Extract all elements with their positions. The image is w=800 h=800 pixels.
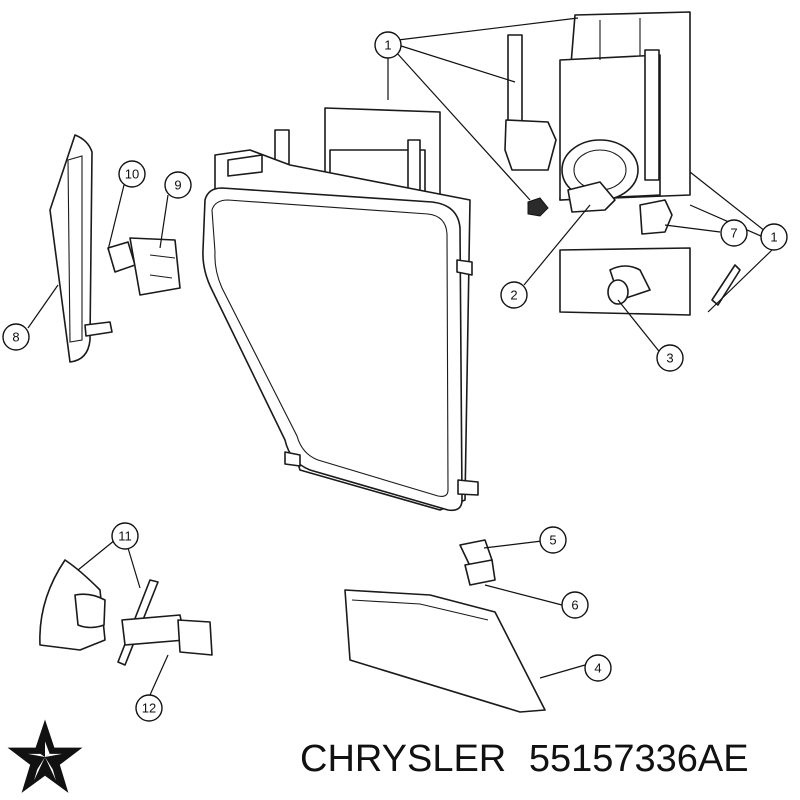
svg-text:1: 1 <box>770 230 777 245</box>
callout-10: 10 <box>118 160 146 188</box>
callout-9: 9 <box>164 171 192 199</box>
callout-11: 11 <box>111 522 139 550</box>
callout-1-right: 1 <box>760 223 788 251</box>
callout-4: 4 <box>584 654 612 682</box>
turn-signal-lamp <box>39 559 213 666</box>
callout-6: 6 <box>561 591 589 619</box>
svg-text:2: 2 <box>510 288 517 303</box>
svg-text:10: 10 <box>125 167 139 182</box>
svg-text:12: 12 <box>142 701 156 716</box>
side-marker-lamp <box>49 134 113 363</box>
callout-5: 5 <box>539 526 567 554</box>
callout-12: 12 <box>135 694 163 722</box>
part-number: 55157336AE <box>528 738 749 780</box>
svg-text:1: 1 <box>384 38 391 53</box>
part-caption: CHRYSLER 55157336AE <box>300 738 800 788</box>
svg-text:6: 6 <box>571 598 578 613</box>
side-marker-socket <box>107 237 181 296</box>
svg-text:9: 9 <box>174 178 181 193</box>
small-bulb <box>459 539 496 586</box>
callout-7: 7 <box>720 219 748 247</box>
brand-name: CHRYSLER <box>300 738 507 780</box>
svg-text:4: 4 <box>594 661 601 676</box>
pentastar-logo-icon <box>7 719 83 793</box>
svg-text:8: 8 <box>12 330 19 345</box>
callout-3: 3 <box>656 344 684 372</box>
svg-text:11: 11 <box>118 529 132 544</box>
callout-1-top: 1 <box>374 31 402 59</box>
callout-8: 8 <box>2 323 30 351</box>
bulb-and-socket-group <box>504 34 741 306</box>
svg-text:7: 7 <box>730 226 737 241</box>
svg-text:3: 3 <box>666 351 673 366</box>
leader-lines <box>27 17 773 696</box>
callout-2: 2 <box>500 281 528 309</box>
headlamp-body <box>202 107 479 512</box>
lamp-lens <box>344 589 546 713</box>
svg-text:5: 5 <box>549 533 556 548</box>
